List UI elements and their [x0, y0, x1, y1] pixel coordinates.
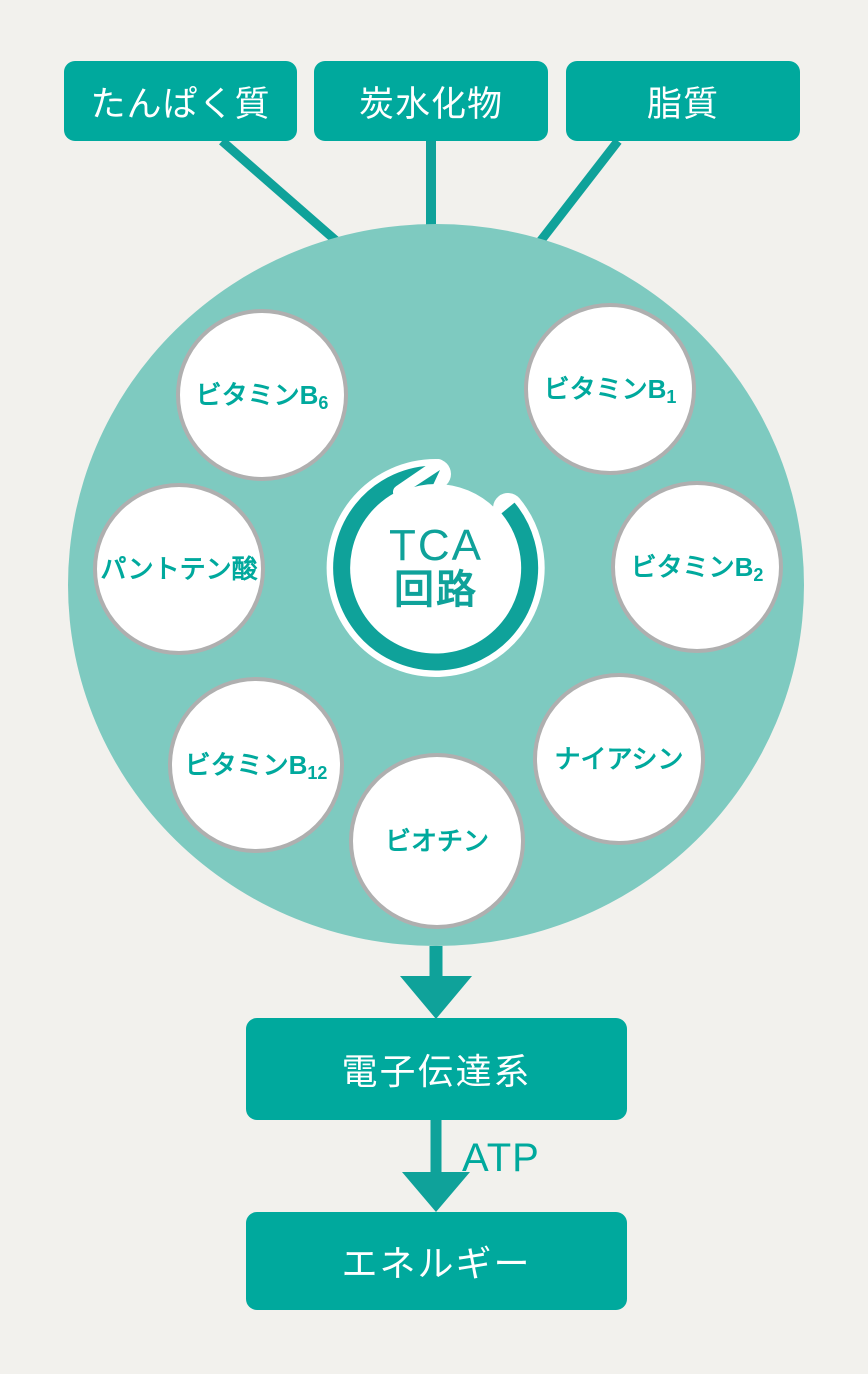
vitamin-bubble-b6[interactable]: ビタミンB6: [176, 309, 348, 481]
vitamin-bubble-b12[interactable]: ビタミンB12: [168, 677, 344, 853]
nutrient-label-carbohydrate: 炭水化物: [358, 84, 503, 124]
vitamin-label-pantothenic-acid: パントテン酸: [100, 554, 258, 584]
vitamin-bubble-b2[interactable]: ビタミンB2: [611, 481, 783, 653]
process-label-energy: エネルギー: [341, 1243, 532, 1284]
vitamin-bubble-pantothenic-acid[interactable]: パントテン酸: [93, 483, 265, 655]
nutrient-label-protein: たんぱく質: [90, 84, 271, 124]
vitamin-label-biotin: ビオチン: [384, 826, 489, 856]
atp-label: ATP: [462, 1136, 540, 1180]
arrow-etc-to-energy: [402, 1120, 470, 1212]
vitamin-label-b12: ビタミンB12: [184, 750, 328, 783]
vitamin-bubble-niacin[interactable]: ナイアシン: [533, 673, 705, 845]
vitamin-label-b2: ビタミンB2: [630, 552, 764, 585]
tca-cycle-center[interactable]: TCA 回路: [320, 452, 552, 684]
vitamin-label-niacin: ナイアシン: [554, 744, 684, 774]
nutrient-box-carbohydrate[interactable]: 炭水化物: [314, 61, 548, 141]
tca-title-line2: 回路: [394, 568, 478, 613]
tca-cycle-label-disc: TCA 回路: [352, 484, 520, 652]
nutrient-box-fat[interactable]: 脂質: [566, 61, 800, 141]
nutrient-box-protein[interactable]: たんぱく質: [64, 61, 297, 141]
vitamin-bubble-biotin[interactable]: ビオチン: [349, 753, 525, 929]
process-label-electron-transport-chain: 電子伝達系: [341, 1051, 532, 1092]
vitamin-label-b6: ビタミンB6: [195, 380, 329, 413]
nutrient-label-fat: 脂質: [646, 84, 719, 124]
vitamin-bubble-b1[interactable]: ビタミンB1: [524, 303, 696, 475]
process-box-electron-transport-chain[interactable]: 電子伝達系: [246, 1018, 627, 1120]
arrow-cycle-to-etc: [400, 946, 472, 1019]
tca-title-line1: TCA: [389, 520, 483, 570]
vitamin-label-b1: ビタミンB1: [543, 374, 677, 407]
process-box-energy[interactable]: エネルギー: [246, 1212, 627, 1310]
